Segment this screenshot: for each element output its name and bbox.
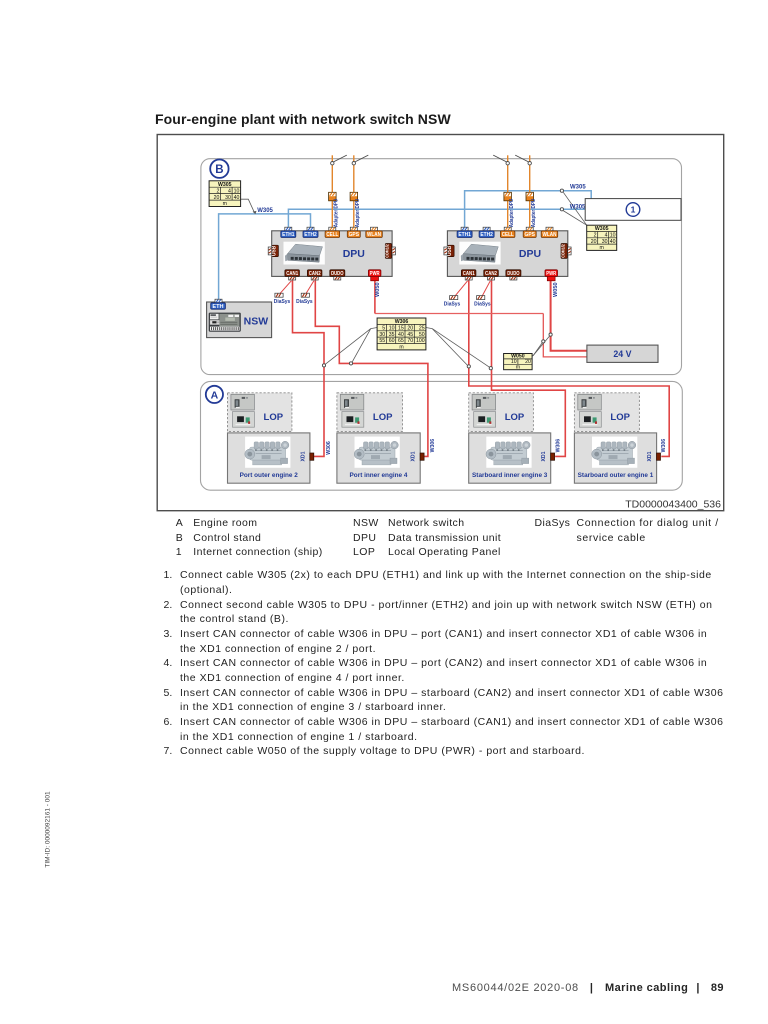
svg-text:Adapter DPU: Adapter DPU <box>355 199 361 228</box>
svg-text:DPU: DPU <box>519 248 541 260</box>
svg-text:LOP: LOP <box>373 412 393 423</box>
svg-text:GPS: GPS <box>525 232 536 238</box>
svg-text:WLAN: WLAN <box>367 232 381 238</box>
svg-text:ETH2: ETH2 <box>480 232 492 238</box>
svg-text:W305: W305 <box>570 204 586 210</box>
svg-text:DPU: DPU <box>343 248 365 260</box>
svg-text:40: 40 <box>398 332 404 338</box>
svg-text:CAN1: CAN1 <box>463 271 475 277</box>
svg-text:Adapter DPU: Adapter DPU <box>531 199 537 228</box>
svg-text:100: 100 <box>416 338 425 344</box>
svg-text:2: 2 <box>217 188 220 194</box>
svg-text:10: 10 <box>234 188 240 194</box>
svg-text:W306: W306 <box>555 439 561 453</box>
svg-text:LOP: LOP <box>610 412 630 423</box>
svg-text:CELL: CELL <box>502 232 514 238</box>
svg-text:B: B <box>215 164 223 176</box>
svg-text:DUDO: DUDO <box>507 271 520 277</box>
svg-text:W306: W306 <box>326 441 332 455</box>
svg-text:DiaSys: DiaSys <box>474 302 491 308</box>
svg-text:24 V: 24 V <box>613 349 631 359</box>
svg-text:DUDO: DUDO <box>331 271 344 277</box>
svg-text:Starboard inner engine 3: Starboard inner engine 3 <box>472 472 548 479</box>
svg-text:WLAN: WLAN <box>543 232 557 238</box>
svg-text:15: 15 <box>398 326 404 332</box>
svg-text:W050: W050 <box>511 354 525 360</box>
svg-text:DiaSys: DiaSys <box>296 299 313 305</box>
svg-text:20: 20 <box>214 195 220 201</box>
svg-text:10: 10 <box>610 233 616 239</box>
svg-text:XD1: XD1 <box>647 451 653 461</box>
svg-text:Port inner engine 4: Port inner engine 4 <box>350 472 408 479</box>
svg-text:Starboard outer engine 1: Starboard outer engine 1 <box>578 472 654 479</box>
svg-text:30: 30 <box>379 332 385 338</box>
svg-text:10: 10 <box>389 326 395 332</box>
svg-text:NSW: NSW <box>244 316 269 328</box>
svg-text:ETH: ETH <box>212 304 223 310</box>
svg-text:10: 10 <box>511 359 517 365</box>
svg-text:20: 20 <box>591 239 597 245</box>
svg-text:m: m <box>223 201 227 207</box>
svg-text:COM1/2: COM1/2 <box>385 244 391 258</box>
svg-text:TD0000043400_536: TD0000043400_536 <box>625 499 721 511</box>
svg-text:Port outer engine 2: Port outer engine 2 <box>240 472 299 479</box>
svg-text:XD1: XD1 <box>541 451 547 461</box>
svg-text:2: 2 <box>594 233 597 239</box>
svg-text:COM1/2: COM1/2 <box>560 244 566 258</box>
svg-text:20: 20 <box>407 326 413 332</box>
svg-text:35: 35 <box>389 332 395 338</box>
svg-text:ETH2: ETH2 <box>304 232 316 238</box>
svg-text:ETH1: ETH1 <box>458 232 470 238</box>
svg-text:70: 70 <box>407 338 413 344</box>
svg-text:40: 40 <box>234 195 240 201</box>
svg-text:XD1: XD1 <box>300 451 306 461</box>
svg-text:CAN2: CAN2 <box>485 271 497 277</box>
svg-text:4: 4 <box>228 188 231 194</box>
svg-text:m: m <box>399 345 403 351</box>
svg-text:4: 4 <box>605 233 608 239</box>
svg-text:m: m <box>600 245 604 251</box>
svg-text:20: 20 <box>525 359 531 365</box>
svg-text:W305: W305 <box>595 226 609 232</box>
svg-text:65: 65 <box>398 338 404 344</box>
svg-text:PWR: PWR <box>546 271 556 277</box>
svg-text:CAN1: CAN1 <box>286 271 298 277</box>
svg-text:m: m <box>516 364 520 370</box>
svg-text:W305: W305 <box>257 208 273 214</box>
svg-text:LOP: LOP <box>264 412 284 423</box>
svg-text:25: 25 <box>419 326 425 332</box>
svg-text:1: 1 <box>631 205 636 215</box>
svg-text:60: 60 <box>389 338 395 344</box>
svg-text:XD1: XD1 <box>411 451 417 461</box>
svg-text:W305: W305 <box>218 182 232 188</box>
svg-text:55: 55 <box>379 338 385 344</box>
svg-text:W050: W050 <box>375 282 381 297</box>
svg-text:A: A <box>211 389 219 401</box>
svg-text:W306: W306 <box>430 439 436 453</box>
svg-text:W305: W305 <box>570 185 586 191</box>
svg-text:DiaSys: DiaSys <box>444 302 461 308</box>
svg-text:DiaSys: DiaSys <box>274 299 291 305</box>
svg-text:5: 5 <box>382 326 385 332</box>
svg-text:45: 45 <box>407 332 413 338</box>
svg-text:Adapter DPU: Adapter DPU <box>509 199 515 228</box>
svg-text:ETH1: ETH1 <box>282 232 294 238</box>
svg-text:30: 30 <box>602 239 608 245</box>
svg-text:W050: W050 <box>553 282 559 297</box>
svg-text:USB: USB <box>272 246 278 256</box>
svg-text:CAN2: CAN2 <box>309 271 321 277</box>
svg-text:USB: USB <box>447 246 453 256</box>
svg-text:PWR: PWR <box>370 271 380 277</box>
svg-text:50: 50 <box>419 332 425 338</box>
svg-text:30: 30 <box>225 195 231 201</box>
svg-text:Adapter DPU: Adapter DPU <box>334 199 340 228</box>
svg-text:40: 40 <box>610 239 616 245</box>
svg-text:W306: W306 <box>395 319 409 325</box>
svg-text:LOP: LOP <box>505 412 525 423</box>
svg-text:CELL: CELL <box>326 232 338 238</box>
svg-text:GPS: GPS <box>349 232 360 238</box>
svg-text:W306: W306 <box>661 439 667 453</box>
